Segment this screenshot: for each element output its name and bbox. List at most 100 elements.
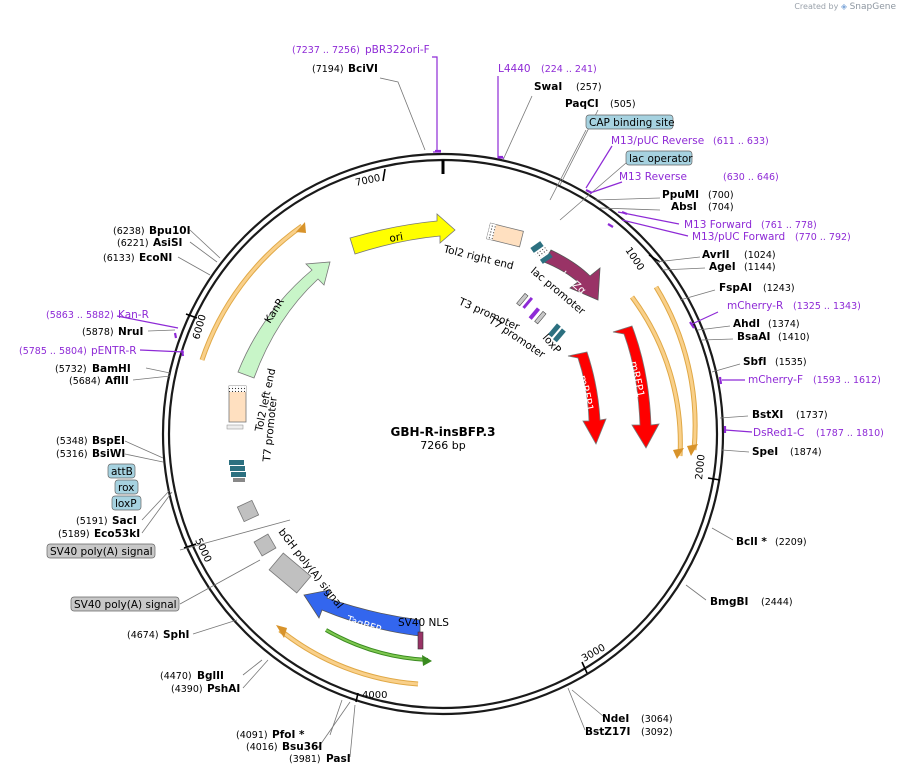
enzyme-asisi-name: AsiSI <box>153 237 182 249</box>
sv40-nls-label: SV40 NLS <box>398 617 449 629</box>
enzyme-pfoi-pos: (4091) <box>236 730 268 741</box>
feature-left-lox-elements <box>229 460 246 482</box>
enzyme-bsiwi-name: BsiWI <box>92 448 125 460</box>
enzyme-bstz17i-pos: (3092) <box>641 727 673 738</box>
plasmid-size: 7266 bp <box>420 439 465 452</box>
enzyme-ndei-name: NdeI <box>602 713 629 725</box>
primer-pbr322ori-f-name: pBR322ori-F <box>365 44 430 56</box>
enzyme-swai-pos: (257) <box>576 82 602 93</box>
enzyme-nrui-name: NruI <box>118 326 143 338</box>
primer-pentr-r-name: pENTR-R <box>91 345 137 357</box>
enzyme-agei-name: AgeI <box>709 261 736 273</box>
primer-l4440-name: L4440 <box>498 63 531 75</box>
primer-kan-r-pos: (5863 .. 5882) <box>46 310 114 321</box>
enzyme-bamhi-pos: (5732) <box>55 364 87 375</box>
enzyme-paqci-name: PaqCI <box>565 98 599 110</box>
enzyme-absi-name: AbsI <box>671 201 697 213</box>
scale-ticks <box>183 168 721 703</box>
ori-label: ori <box>388 231 404 245</box>
enzyme-bsaai-name: BsaAI <box>737 331 770 343</box>
primer-mcherry-r-pos: (1325 .. 1343) <box>793 301 861 312</box>
boxed-label-attb: attB <box>107 463 136 479</box>
enzyme-sphi-pos: (4674) <box>127 630 159 641</box>
enzyme-bsiwi-pos: (5316) <box>56 449 88 460</box>
sv40-polya-2-text: SV40 poly(A) signal <box>74 599 177 611</box>
sv40-polya-1-text: SV40 poly(A) signal <box>50 546 153 558</box>
feature-tol2-left <box>226 385 247 430</box>
boxed-label-cap-binding-site: CAP binding site <box>585 114 675 130</box>
boxed-label-loxp: loxP <box>111 495 142 511</box>
enzyme-bstxi-pos: (1737) <box>796 410 828 421</box>
enzyme-bpu10i-pos: (6238) <box>113 226 145 237</box>
primer-m13puc-reverse-pos: (611 .. 633) <box>713 136 769 147</box>
feature-mrfp1-outer: mRFP1 <box>612 325 660 449</box>
boxed-label-sv40-polya-1: SV40 poly(A) signal <box>46 543 156 559</box>
primer-pentr-r-pos: (5785 .. 5804) <box>19 346 87 357</box>
enzyme-fspai-pos: (1243) <box>763 283 795 294</box>
primer-m13-forward-pos: (761 .. 778) <box>761 220 817 231</box>
enzyme-bcli-pos: (2209) <box>775 537 807 548</box>
primer-mcherry-f-pos: (1593 .. 1612) <box>813 375 881 386</box>
enzyme-nrui-pos: (5878) <box>82 327 114 338</box>
enzyme-pshai-pos: (4390) <box>171 684 203 695</box>
green-arc <box>324 628 432 666</box>
feature-t3-t7-elements <box>516 292 566 343</box>
enzyme-saci-name: SacI <box>112 515 137 527</box>
enzyme-eco53ki-pos: (5189) <box>58 529 90 540</box>
rox-text: rox <box>118 482 134 494</box>
enzyme-sbfi-name: SbfI <box>743 356 767 368</box>
enzyme-bstz17i-name: BstZ17I <box>585 726 630 738</box>
boxed-label-rox: rox <box>114 479 139 495</box>
tick-label-7000: 7000 <box>354 173 381 189</box>
enzyme-swai-name: SwaI <box>534 81 562 93</box>
tick-label-4000: 4000 <box>362 690 387 701</box>
primer-arrows <box>173 149 727 433</box>
leader-lines <box>124 77 750 758</box>
enzyme-ahdi-pos: (1374) <box>768 319 800 330</box>
enzyme-ppumi-pos: (700) <box>708 190 734 201</box>
enzyme-bamhi-name: BamHI <box>92 363 131 375</box>
cap-binding-site-text: CAP binding site <box>589 117 675 129</box>
primer-mcherry-r-name: mCherry-R <box>727 300 783 312</box>
enzyme-bpu10i-name: Bpu10I <box>149 225 191 237</box>
feature-kanr: KanR <box>237 261 331 379</box>
enzyme-bsaai-pos: (1410) <box>778 332 810 343</box>
primer-m13puc-forward-pos: (770 .. 792) <box>795 232 851 243</box>
enzyme-bspei-pos: (5348) <box>56 436 88 447</box>
enzyme-aflii-name: AflII <box>105 375 129 387</box>
enzyme-eco53ki-name: Eco53kI <box>94 528 140 540</box>
tick-label-3000: 3000 <box>580 642 608 664</box>
enzyme-avrii-name: AvrII <box>702 249 730 261</box>
feature-mrfp1-inner: mRFP1 <box>567 351 607 445</box>
primer-markers <box>116 56 753 433</box>
enzyme-ndei-pos: (3064) <box>641 714 673 725</box>
primer-dsred1-c-pos: (1787 .. 1810) <box>816 428 884 439</box>
enzyme-pasi-pos: (3981) <box>289 754 321 765</box>
enzyme-avrii-pos: (1024) <box>744 250 776 261</box>
enzyme-labels: (7194) BciVI SwaI (257) PaqCI (505) PpuM… <box>55 63 828 765</box>
credit-brand: SnapGene <box>849 2 896 12</box>
enzyme-ahdi-name: AhdI <box>733 318 760 330</box>
primer-m13-reverse-name: M13 Reverse <box>619 171 687 183</box>
primer-dsred1-c-name: DsRed1-C <box>753 427 804 439</box>
tick-label-2000: 2000 <box>694 454 708 480</box>
enzyme-sbfi-pos: (1535) <box>775 357 807 368</box>
feature-ori: ori <box>349 213 456 255</box>
enzyme-econi-name: EcoNI <box>139 252 172 264</box>
enzyme-spei-pos: (1874) <box>790 447 822 458</box>
primer-pbr322ori-f-pos: (7237 .. 7256) <box>292 45 360 56</box>
primer-m13puc-forward-name: M13/pUC Forward <box>692 231 785 243</box>
orange-arcs <box>199 223 698 687</box>
boxed-label-sv40-polya-2: SV40 poly(A) signal <box>70 596 180 612</box>
enzyme-bcivi-pos: (7194) <box>312 64 344 75</box>
feature-grey-boxes <box>236 499 312 594</box>
feature-tol2-right <box>486 222 524 248</box>
enzyme-bsu36i-pos: (4016) <box>246 742 278 753</box>
enzyme-bglii-name: BglII <box>197 670 224 682</box>
primer-m13-forward-name: M13 Forward <box>684 219 752 231</box>
enzyme-bsu36i-name: Bsu36I <box>282 741 322 753</box>
tol2-right-label: Tol2 right end <box>441 243 515 272</box>
enzyme-aflii-pos: (5684) <box>69 376 101 387</box>
enzyme-bmgbi-name: BmgBI <box>710 596 748 608</box>
enzyme-bcivi-name: BciVI <box>348 63 378 75</box>
